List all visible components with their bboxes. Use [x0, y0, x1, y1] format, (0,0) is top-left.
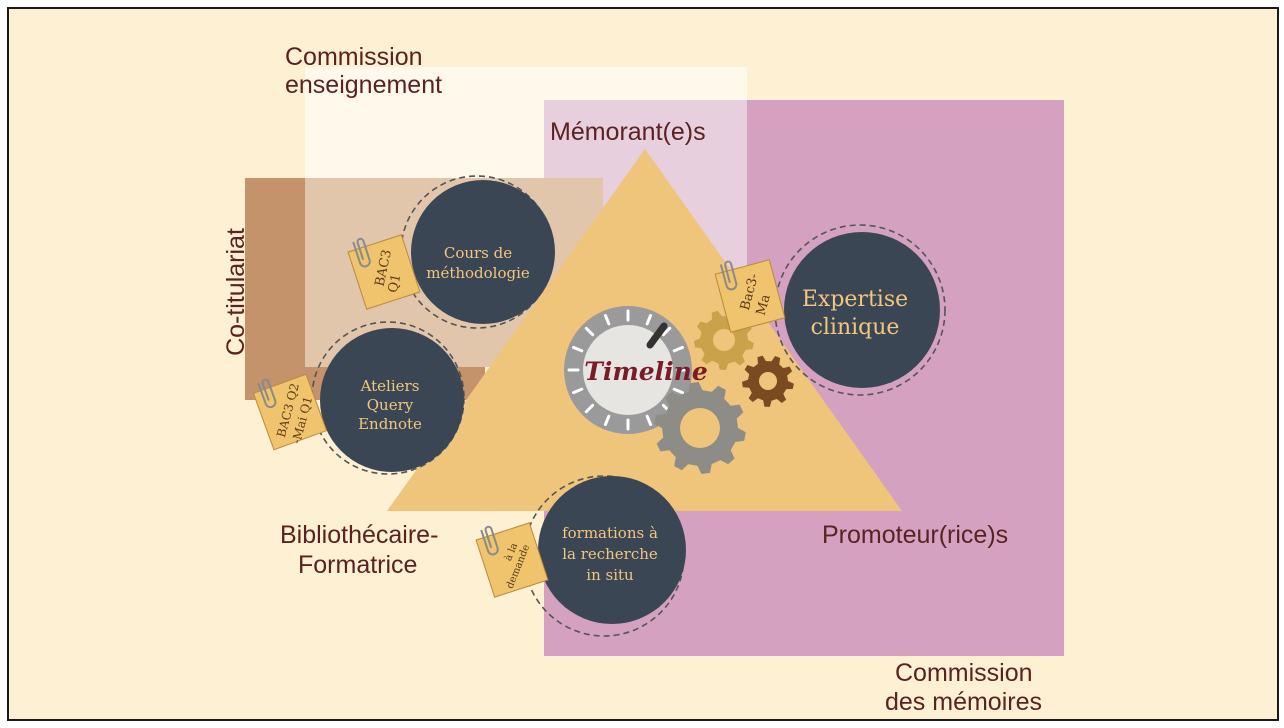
label-commission-memoires-line-2: des mémoires: [885, 688, 1042, 716]
co-titulariat-area: [245, 178, 305, 400]
dial-tick: [661, 326, 672, 337]
circle-formations-line-2: la recherche: [562, 545, 658, 563]
circle-ateliers-line-1: Ateliers: [360, 377, 420, 395]
circle-expertise-disc: [784, 232, 940, 388]
dial-tick: [603, 414, 611, 427]
dial-tick: [571, 387, 584, 395]
circle-expertise: Expertise clinique: [774, 224, 946, 396]
label-bibliothecaire-line-2: Formatrice: [298, 551, 417, 579]
paperclip-icon: [480, 525, 499, 556]
label-commission-enseignement-line-1: Commission: [285, 43, 423, 71]
note-bac3-ma-line-2: Ma: [754, 293, 774, 317]
paperclip-icon: [257, 378, 277, 409]
label-bibliothecaire-line-1: Bibliothécaire-: [280, 521, 438, 549]
note-bac3-q1-line-2: Q1: [386, 273, 405, 295]
note-bac3-q2: BAC3 Q2 -Mai Q1: [252, 373, 328, 451]
paperclip-icon: [719, 260, 738, 291]
circle-expertise-line-2: clinique: [811, 315, 900, 340]
note-bac3-q1: BAC3 Q1: [347, 234, 421, 310]
timeline-dial: Timeline: [564, 306, 708, 434]
label-memorants: Mémorant(e)s: [550, 118, 706, 146]
label-co-titulariat: Co-titulariat: [222, 228, 250, 356]
circle-ateliers-line-3: Endnote: [358, 415, 422, 433]
dial-tick: [645, 313, 653, 326]
circle-formations-line-1: formations à: [562, 524, 658, 542]
dial-tick: [645, 414, 653, 427]
gear-hole: [759, 372, 777, 390]
dial-tick: [584, 403, 595, 414]
timeline-label: Timeline: [584, 357, 708, 386]
circle-formations-line-3: in situ: [586, 566, 634, 584]
circle-expertise-ring: [774, 224, 946, 396]
dial-ticks: [567, 309, 689, 431]
note-a-la-demande: à la demande: [475, 522, 549, 598]
dial-tick: [672, 345, 685, 353]
paperclip-icon: [352, 237, 371, 268]
note-bac3-ma: Bac3- Ma: [714, 259, 786, 333]
circle-cours: Cours de méthodologie: [400, 175, 555, 329]
circle-ateliers-line-2: Query: [367, 396, 414, 414]
circle-expertise-line-1: Expertise: [802, 287, 908, 312]
label-promoteurs: Promoteur(rice)s: [822, 521, 1008, 549]
note-bac3-q1-paper: [347, 234, 421, 310]
dial-tick: [571, 345, 584, 353]
dial-hand: [646, 322, 668, 349]
circle-cours-disc: [411, 180, 555, 324]
circle-ateliers: Ateliers Query Endnote: [311, 321, 465, 475]
circle-cours-line-1: Cours de: [444, 244, 512, 262]
dial-tick: [672, 387, 685, 395]
circle-formations-disc: [538, 476, 686, 624]
gear-hole: [680, 408, 720, 448]
note-bac3-ma-paper: [714, 259, 786, 333]
dial-tick: [603, 313, 611, 326]
circle-ateliers-ring: [311, 321, 465, 475]
circle-ateliers-disc: [320, 328, 464, 472]
circle-cours-line-2: méthodologie: [426, 264, 530, 282]
label-commission-enseignement-line-2: enseignement: [285, 71, 442, 99]
label-commission-memoires-line-1: Commission: [895, 659, 1033, 687]
note-a-la-demande-paper: [475, 522, 549, 598]
gear-hole: [713, 329, 735, 351]
dial-tick: [584, 326, 595, 337]
